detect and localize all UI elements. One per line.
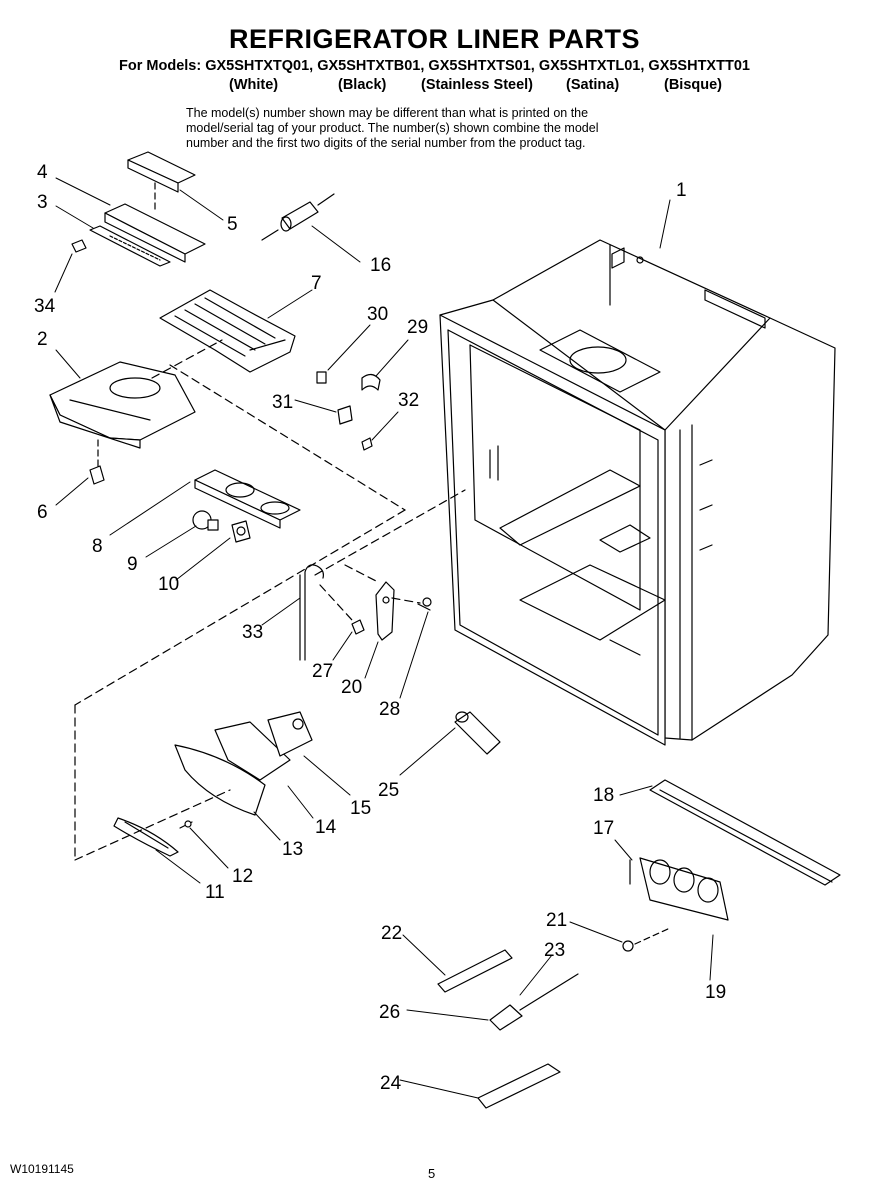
- callout-2: 2: [37, 329, 48, 350]
- screw-part-12: [179, 820, 193, 829]
- callout-29: 29: [407, 317, 428, 338]
- actuator-part-14: [214, 721, 291, 781]
- callout-14: 14: [315, 817, 337, 838]
- rail-part-24: [477, 1063, 561, 1109]
- light-housing-part-8: [194, 469, 301, 529]
- callout-23: 23: [544, 940, 565, 961]
- tube-assembly-part-17-19: [629, 857, 729, 921]
- callout-9: 9: [127, 554, 138, 575]
- liner-box-part: [439, 239, 836, 746]
- tube-part-33: [299, 564, 324, 661]
- note-line: The model(s) number shown may be differe…: [186, 106, 589, 120]
- callout-labels: 1 2 3 4 5 6 7 8 9 10 11 12 13 14 15 16 1…: [34, 162, 726, 1094]
- callout-28: 28: [379, 699, 400, 720]
- parts-20-27-28: [351, 581, 432, 641]
- callout-30: 30: [367, 304, 388, 325]
- color-white: (White): [229, 77, 279, 93]
- model-number-note: The model(s) number shown may be differe…: [186, 106, 706, 151]
- valve-part-15: [267, 711, 313, 757]
- bracket-part-5: [127, 151, 196, 193]
- page-number: 5: [428, 1166, 436, 1181]
- callout-7: 7: [311, 273, 322, 294]
- callout-26: 26: [379, 1002, 400, 1023]
- callout-22: 22: [381, 923, 402, 944]
- callout-4: 4: [37, 162, 48, 183]
- callout-15: 15: [350, 798, 371, 819]
- color-stainless-steel: (Stainless Steel): [421, 77, 534, 93]
- clip-part-34: [71, 239, 87, 253]
- callout-17: 17: [593, 818, 614, 839]
- model-list: For Models: GX5SHTXTQ01, GX5SHTXTB01, GX…: [119, 58, 750, 74]
- dispenser-cover-part-13: [174, 744, 266, 816]
- bracket-part-22: [437, 949, 513, 993]
- model-colors: (White) (Black) (Stainless Steel) (Satin…: [0, 77, 869, 97]
- callout-11: 11: [205, 882, 225, 903]
- callout-10: 10: [158, 574, 179, 595]
- callout-19: 19: [705, 982, 726, 1003]
- dispenser-bracket-part-4: [89, 203, 206, 267]
- callout-21: 21: [546, 910, 567, 931]
- callout-27: 27: [312, 661, 333, 682]
- callout-3: 3: [37, 192, 48, 213]
- callout-8: 8: [92, 536, 103, 557]
- callout-13: 13: [282, 839, 303, 860]
- callout-32: 32: [398, 390, 419, 411]
- note-line: number and the first two digits of the s…: [186, 136, 586, 150]
- bracket-part-18: [649, 779, 841, 886]
- grille-part-11: [113, 817, 179, 857]
- note-line: model/serial tag of your product. The nu…: [186, 121, 599, 135]
- light-bulb-part-9: [192, 510, 219, 531]
- duct-cover-part-7: [159, 289, 296, 373]
- callout-1: 1: [676, 180, 687, 201]
- dispenser-housing-part-2: [49, 361, 196, 449]
- callout-31: 31: [272, 392, 293, 413]
- document-number: W10191145: [10, 1162, 74, 1176]
- callout-24: 24: [380, 1073, 402, 1094]
- thermistor-part-23-26: [489, 973, 579, 1031]
- callout-16: 16: [370, 255, 391, 276]
- small-parts-29-32: [316, 371, 381, 451]
- callout-33: 33: [242, 622, 263, 643]
- socket-part-10: [231, 520, 251, 543]
- callout-5: 5: [227, 214, 238, 235]
- callout-6: 6: [37, 502, 48, 523]
- color-bisque: (Bisque): [664, 77, 722, 93]
- water-filter-part-25: [454, 711, 501, 755]
- callout-12: 12: [232, 866, 253, 887]
- tube-part-16: [261, 193, 335, 241]
- callout-20: 20: [341, 677, 362, 698]
- callout-34: 34: [34, 296, 56, 317]
- color-satina: (Satina): [566, 77, 620, 93]
- fastener-part-6: [89, 465, 105, 485]
- callout-25: 25: [378, 780, 399, 801]
- color-black: (Black): [338, 77, 387, 93]
- page-title: REFRIGERATOR LINER PARTS: [228, 24, 640, 54]
- screw-part-21: [622, 927, 671, 952]
- callout-18: 18: [593, 785, 614, 806]
